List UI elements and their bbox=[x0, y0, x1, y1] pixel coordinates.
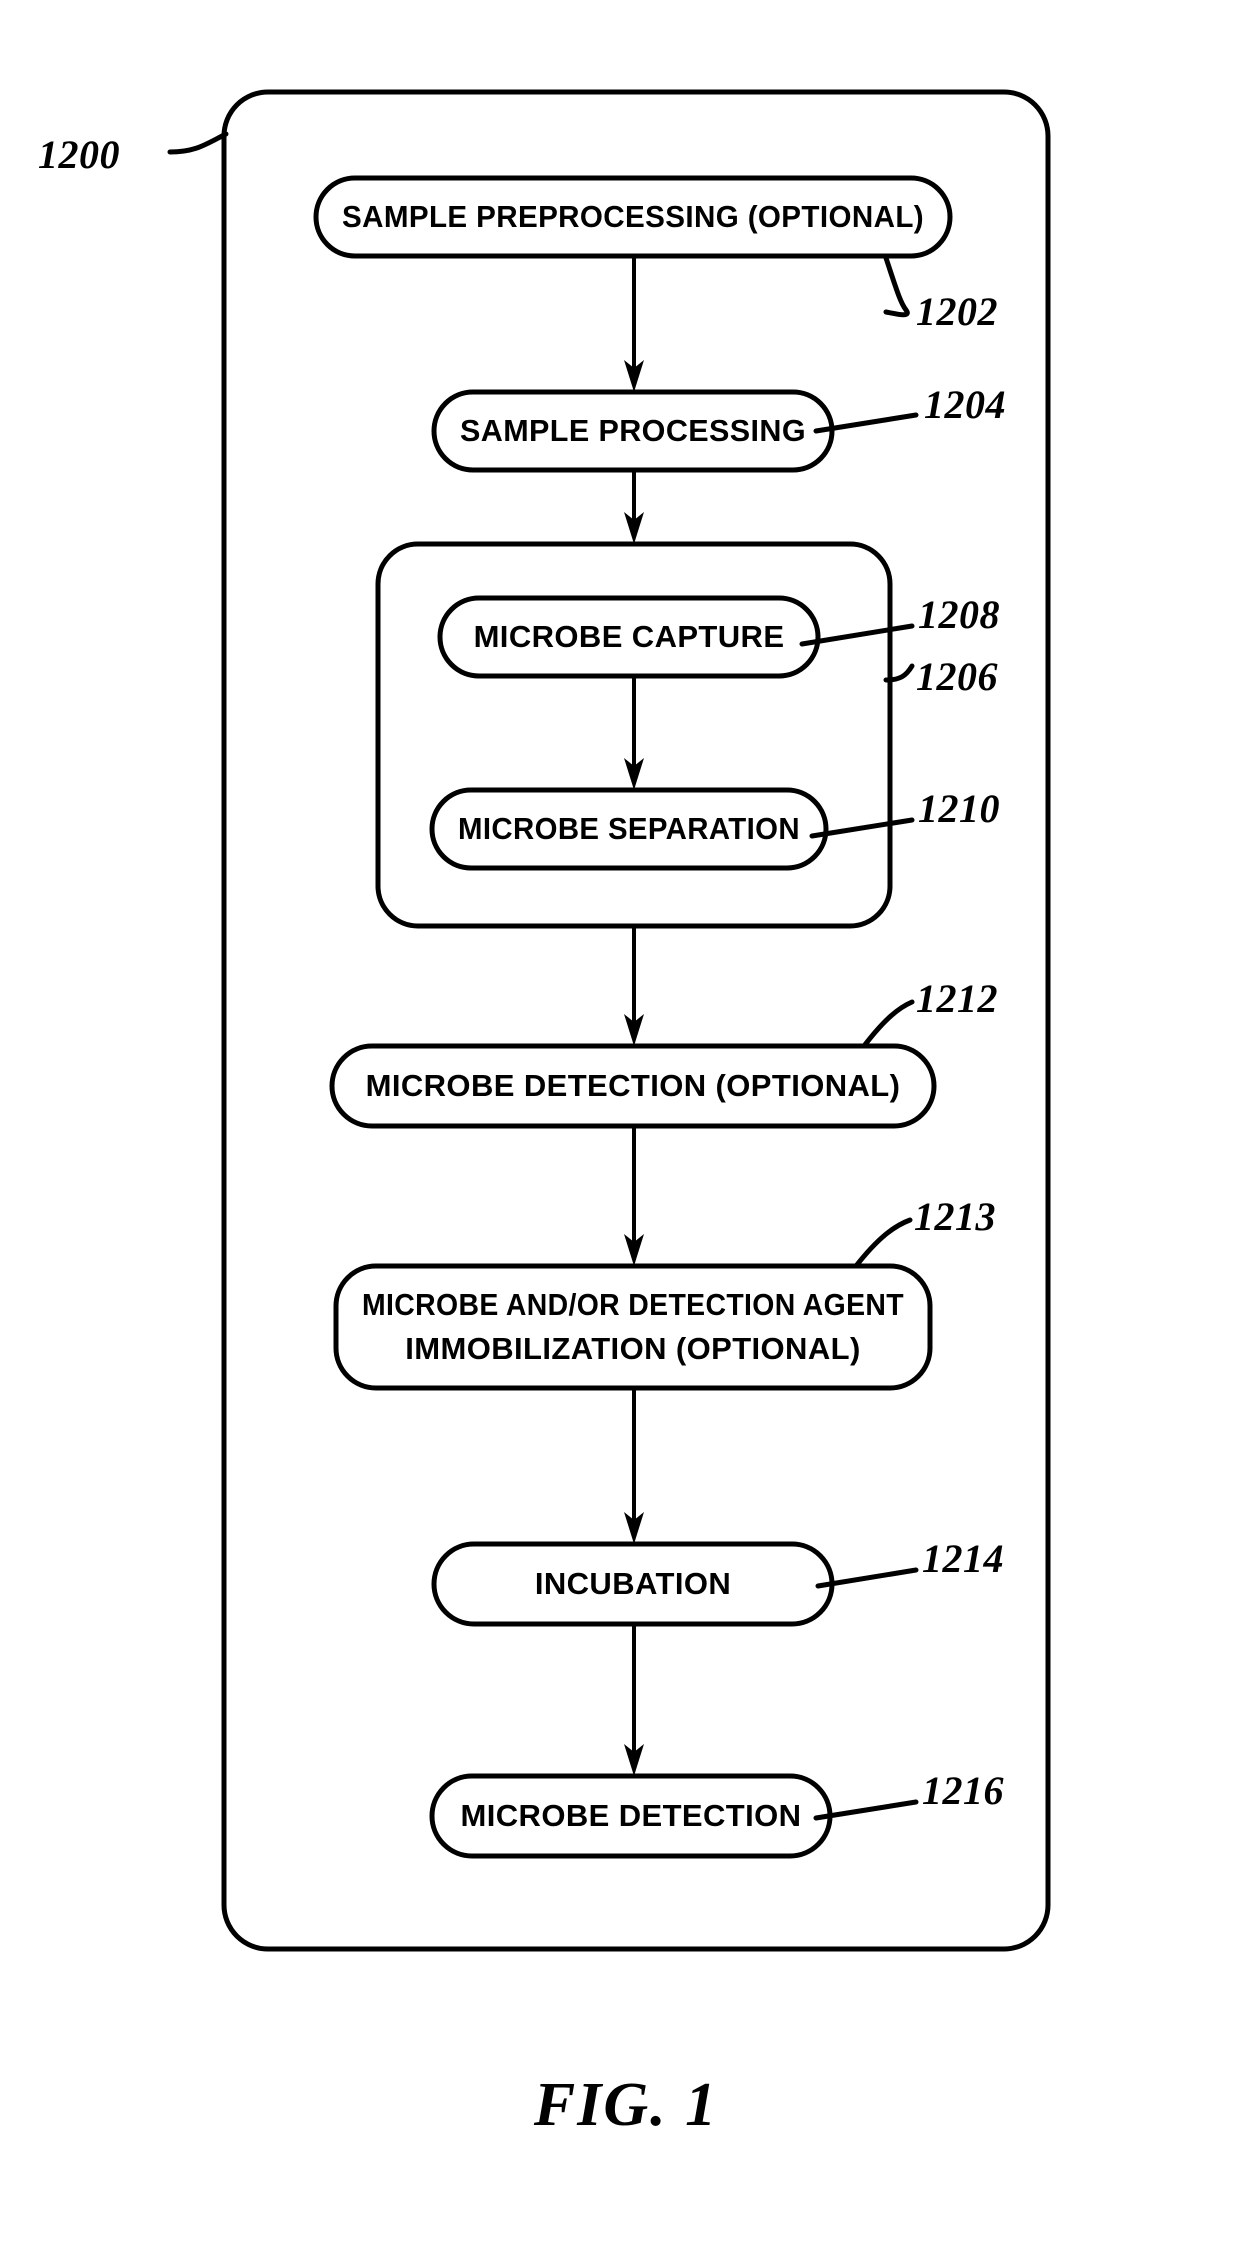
leader-line-1210 bbox=[809, 817, 915, 839]
arrowhead-capture-to-separation bbox=[624, 758, 644, 790]
outer-process-container bbox=[221, 89, 1051, 1952]
ref-number-1200: 1200 bbox=[38, 132, 120, 177]
ref-number-1208: 1208 bbox=[918, 592, 1000, 637]
ref-number-1214: 1214 bbox=[922, 1536, 1004, 1581]
node-microbe-capture bbox=[437, 595, 821, 679]
ref-number-1206: 1206 bbox=[916, 654, 998, 699]
node-label-incubation: INCUBATION bbox=[535, 1566, 731, 1601]
node-sample-preprocessing bbox=[313, 175, 953, 259]
arrowhead-processing-to-group bbox=[624, 512, 644, 544]
node-label-microbe-separation: MICROBE SEPARATION bbox=[458, 811, 800, 846]
arrowhead-detection-to-immobilization bbox=[624, 1234, 644, 1266]
leader-line-1208 bbox=[799, 623, 915, 647]
ref-number-1213: 1213 bbox=[914, 1194, 996, 1239]
node-immobilization-optional bbox=[333, 1263, 933, 1391]
ref-number-1204: 1204 bbox=[924, 382, 1006, 427]
arrowhead-group-to-detection-optional bbox=[624, 1014, 644, 1046]
node-label-immobilization-line1: MICROBE AND/OR DETECTION AGENT bbox=[362, 1287, 904, 1322]
node-label-sample-preprocessing: SAMPLE PREPROCESSING (OPTIONAL) bbox=[342, 199, 924, 234]
arrowhead-incubation-to-detection bbox=[624, 1744, 644, 1776]
ref-number-1210: 1210 bbox=[918, 786, 1000, 831]
leader-line-1206 bbox=[883, 663, 915, 683]
leader-line-1216 bbox=[813, 1799, 919, 1821]
leader-line-1212 bbox=[861, 999, 915, 1049]
leader-line-1200 bbox=[167, 131, 229, 155]
leader-line-1213 bbox=[853, 1217, 913, 1269]
node-label-microbe-detection: MICROBE DETECTION bbox=[461, 1798, 802, 1833]
leader-line-1204 bbox=[813, 412, 919, 434]
leader-line-1214 bbox=[815, 1567, 919, 1589]
arrowhead-immobilization-to-incubation bbox=[624, 1512, 644, 1544]
node-label-sample-processing: SAMPLE PROCESSING bbox=[460, 413, 806, 448]
ref-number-1202: 1202 bbox=[916, 289, 998, 334]
node-label-microbe-detection-optional: MICROBE DETECTION (OPTIONAL) bbox=[366, 1068, 901, 1103]
node-label-immobilization-line2: IMMOBILIZATION (OPTIONAL) bbox=[405, 1331, 860, 1366]
ref-number-1212: 1212 bbox=[916, 976, 998, 1021]
ref-number-1216: 1216 bbox=[922, 1768, 1004, 1813]
leader-line-1202 bbox=[883, 255, 910, 318]
node-microbe-separation bbox=[429, 787, 829, 871]
arrowhead-preprocessing-to-processing bbox=[624, 360, 644, 392]
figure-caption: FIG. 1 bbox=[533, 2071, 718, 2139]
node-label-microbe-capture: MICROBE CAPTURE bbox=[474, 619, 785, 654]
